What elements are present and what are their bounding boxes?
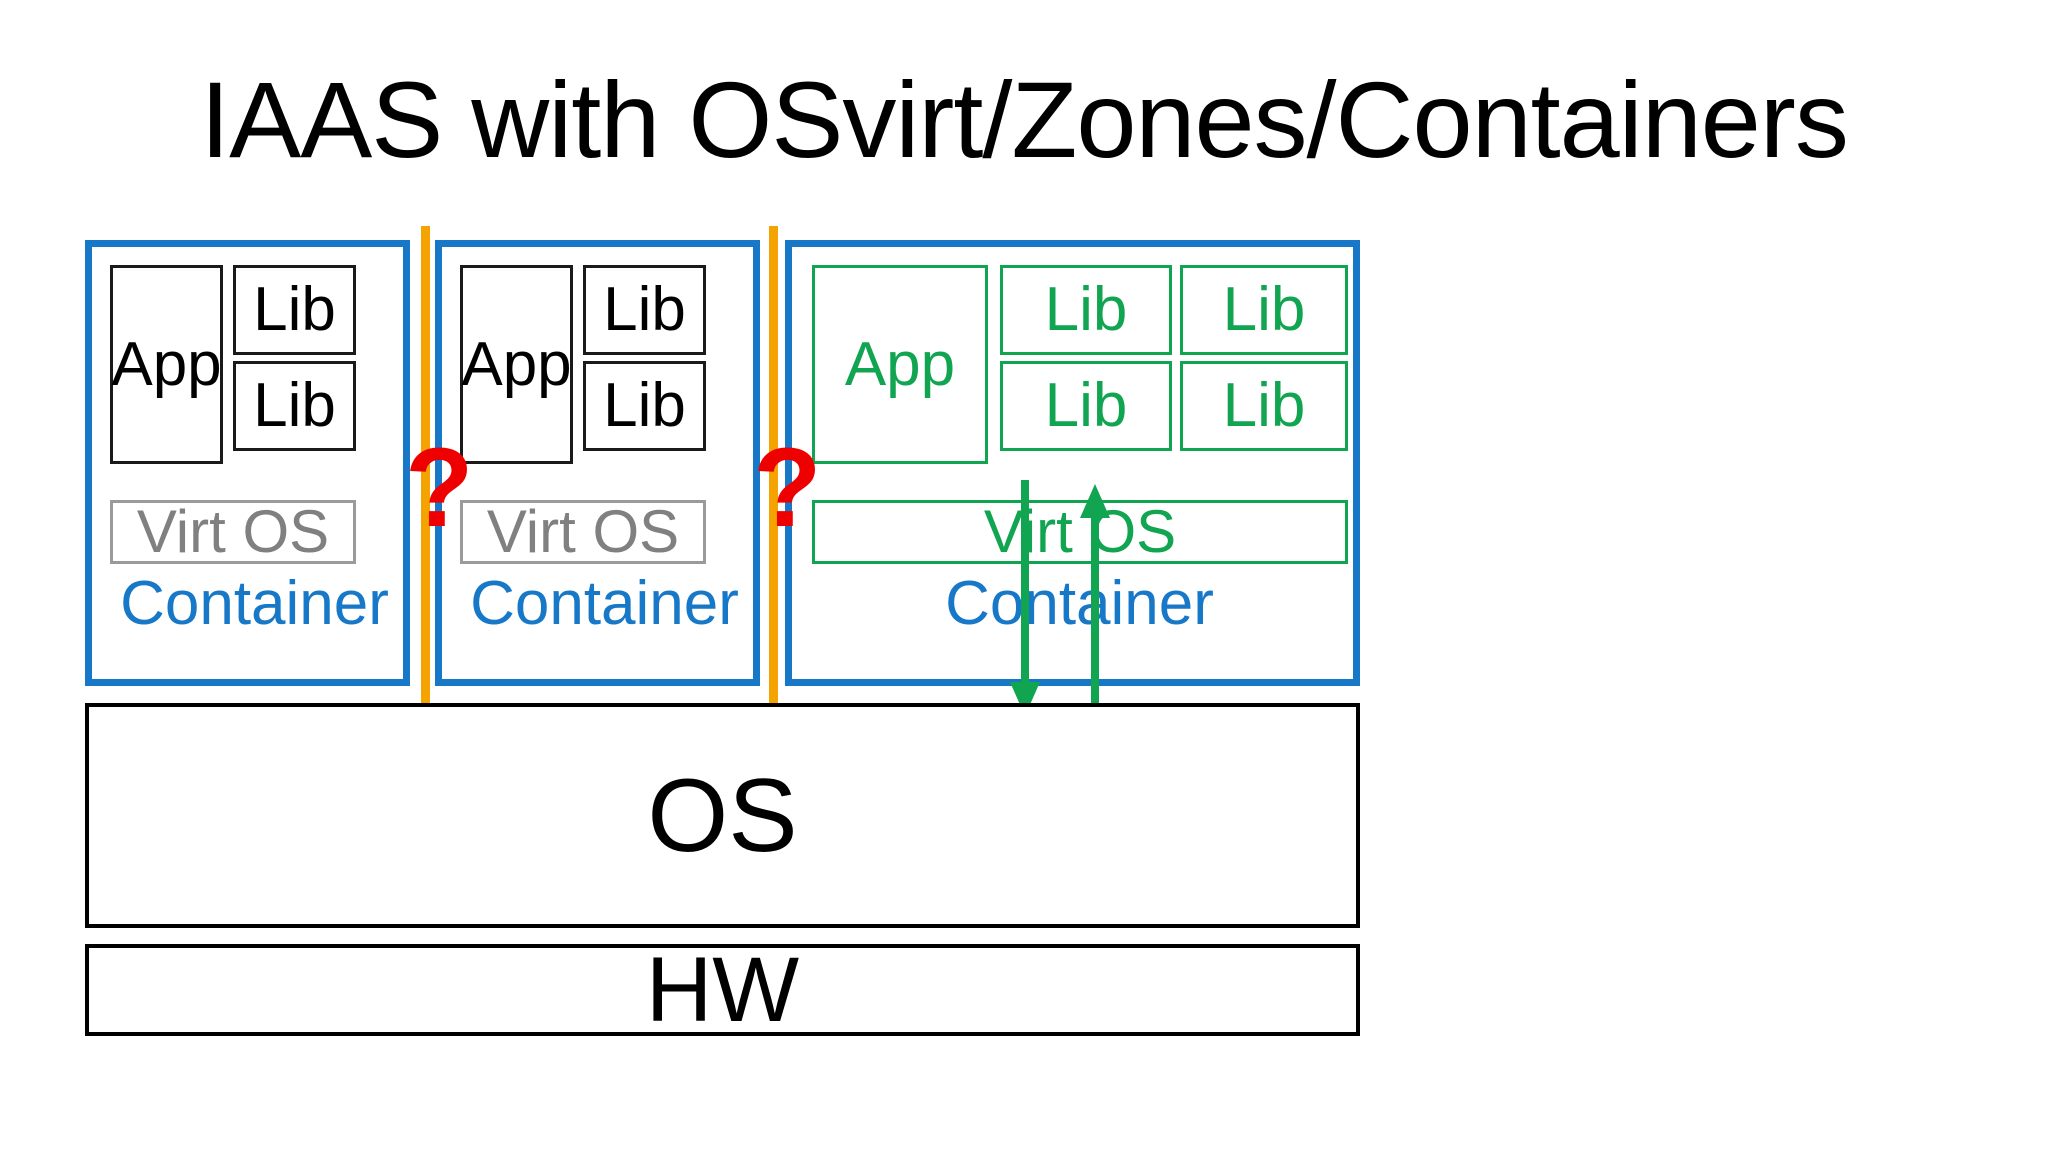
- virt-os-label: Virt OS: [486, 498, 680, 565]
- lib-label: Lib: [1044, 275, 1128, 344]
- page-title: IAAS with OSvirt/Zones/Containers: [200, 59, 1849, 180]
- lib-box-1-2[interactable]: Lib: [233, 361, 356, 451]
- lib-box-2-2[interactable]: Lib: [583, 361, 706, 451]
- arrow-down-icon: [1010, 480, 1040, 716]
- app-label: App: [461, 329, 572, 399]
- container-label-text: Container: [120, 569, 389, 638]
- lib-label: Lib: [603, 371, 686, 440]
- container-block-3[interactable]: App Lib Lib Lib Lib Virt OS Container: [785, 240, 1360, 686]
- question-mark-glyph: ?: [405, 425, 474, 550]
- container-label-text: Container: [470, 569, 739, 638]
- container-block-1[interactable]: App Lib Lib Virt OS Container: [85, 240, 410, 686]
- lib-label: Lib: [1044, 371, 1128, 440]
- app-box-1[interactable]: App: [110, 265, 223, 464]
- virt-os-bar-2[interactable]: Virt OS: [460, 500, 706, 564]
- lib-label: Lib: [603, 275, 686, 344]
- lib-label: Lib: [253, 275, 336, 344]
- container-label-1: Container: [92, 573, 417, 635]
- arrow-up-icon: [1080, 484, 1110, 720]
- app-label: App: [844, 329, 956, 399]
- container-block-2[interactable]: App Lib Lib Virt OS Container: [435, 240, 760, 686]
- virt-os-label: Virt OS: [136, 498, 330, 565]
- app-box-3[interactable]: App: [812, 265, 988, 464]
- lib-label: Lib: [1222, 371, 1306, 440]
- virt-os-bar-3[interactable]: Virt OS: [812, 500, 1348, 564]
- separator-line-1: [421, 226, 430, 713]
- virt-os-label: Virt OS: [983, 498, 1177, 565]
- container-label-3: Container: [792, 573, 1367, 635]
- question-mark-1: ?: [405, 432, 473, 544]
- lib-box-3-1[interactable]: Lib: [1000, 265, 1172, 355]
- app-label: App: [111, 329, 222, 399]
- app-box-2[interactable]: App: [460, 265, 573, 464]
- container-label-text: Container: [945, 569, 1214, 638]
- hw-layer-box[interactable]: HW: [85, 944, 1360, 1036]
- os-layer-box[interactable]: OS: [85, 703, 1360, 928]
- question-mark-glyph: ?: [753, 425, 822, 550]
- question-mark-2: ?: [753, 432, 821, 544]
- separator-line-2: [769, 226, 778, 713]
- container-label-2: Container: [442, 573, 767, 635]
- lib-box-1-1[interactable]: Lib: [233, 265, 356, 355]
- lib-box-2-1[interactable]: Lib: [583, 265, 706, 355]
- lib-box-3-3[interactable]: Lib: [1000, 361, 1172, 451]
- lib-box-3-4[interactable]: Lib: [1180, 361, 1348, 451]
- hw-label: HW: [645, 939, 800, 1041]
- os-label: OS: [647, 757, 798, 874]
- lib-label: Lib: [1222, 275, 1306, 344]
- virt-os-bar-1[interactable]: Virt OS: [110, 500, 356, 564]
- lib-box-3-2[interactable]: Lib: [1180, 265, 1348, 355]
- lib-label: Lib: [253, 371, 336, 440]
